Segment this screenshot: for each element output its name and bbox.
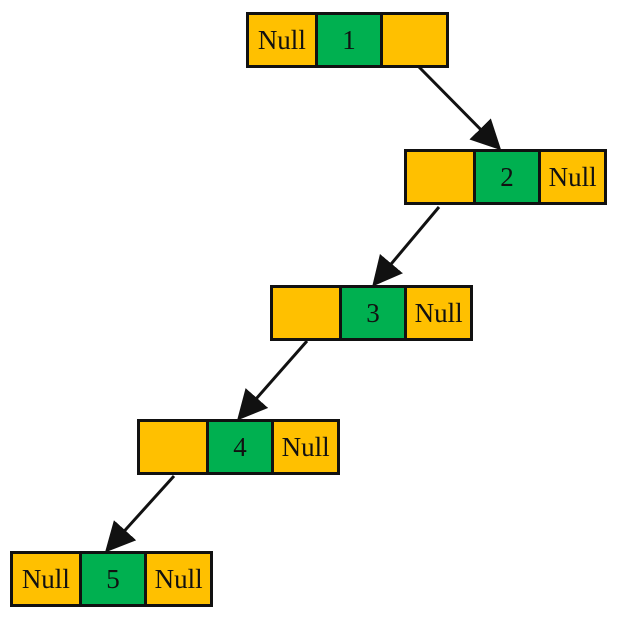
- edge-2-to-3: [372, 206, 441, 287]
- node-5: Null 5 Null: [10, 551, 213, 607]
- node-4: 4 Null: [137, 419, 340, 475]
- node-1: Null 1: [246, 12, 449, 68]
- edge-4-to-5: [104, 474, 176, 553]
- node-1-left-pointer: Null: [249, 15, 315, 65]
- node-5-value: 5: [78, 554, 145, 604]
- node-4-value: 4: [205, 422, 272, 472]
- node-3-left-pointer: [273, 288, 339, 338]
- edge-3-to-4: [237, 340, 309, 421]
- edge-1-to-2: [417, 65, 502, 151]
- node-4-right-pointer: Null: [271, 422, 337, 472]
- node-2-right-pointer: Null: [538, 152, 604, 202]
- node-2-left-pointer: [407, 152, 473, 202]
- node-1-right-pointer: [380, 15, 446, 65]
- node-3-right-pointer: Null: [404, 288, 470, 338]
- node-4-left-pointer: [140, 422, 206, 472]
- node-2-value: 2: [472, 152, 539, 202]
- node-5-left-pointer: Null: [13, 554, 79, 604]
- node-1-value: 1: [314, 15, 381, 65]
- node-3-value: 3: [338, 288, 405, 338]
- node-2: 2 Null: [404, 149, 607, 205]
- node-5-right-pointer: Null: [144, 554, 210, 604]
- node-3: 3 Null: [270, 285, 473, 341]
